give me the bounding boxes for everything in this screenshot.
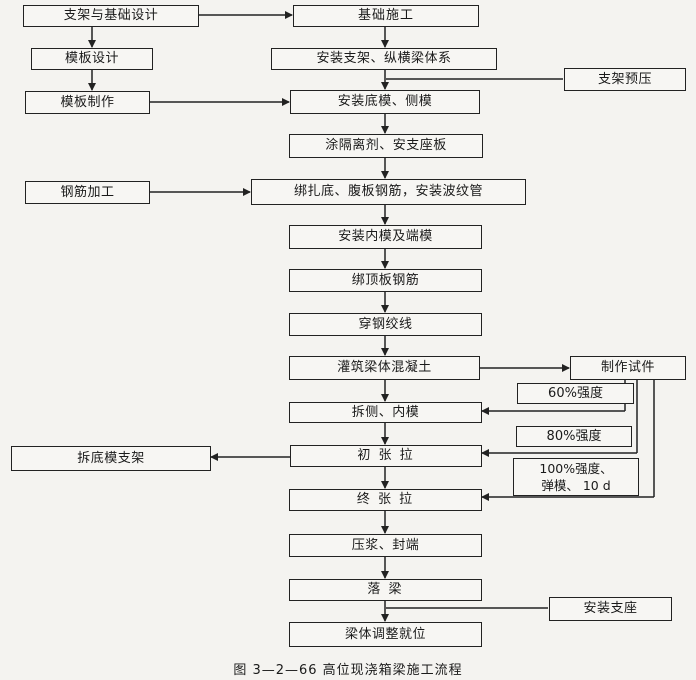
node-bottom-side-form: 安装底模、侧模	[290, 90, 480, 114]
node-install-bearing: 安装支座	[549, 597, 672, 621]
figure-caption: 图 3—2—66 高位现浇箱梁施工流程	[233, 663, 463, 678]
node-remove-side-form: 拆侧、内模	[289, 402, 482, 423]
node-top-rebar: 绑顶板钢筋	[289, 269, 482, 292]
node-specimen: 制作试件	[570, 356, 686, 380]
node-release-agent: 涂隔离剂、安支座板	[289, 134, 483, 158]
node-strength-100: 100%强度、 弹模、 10 d	[513, 458, 639, 496]
node-initial-tension: 初 张 拉	[290, 445, 482, 467]
node-rebar-processing: 钢筋加工	[25, 181, 150, 204]
node-strength-80: 80%强度	[516, 426, 632, 447]
node-preload: 支架预压	[564, 68, 686, 91]
node-strand: 穿钢绞线	[289, 313, 482, 336]
node-grout-seal: 压浆、封端	[289, 534, 482, 557]
node-pour: 灌筑梁体混凝土	[289, 356, 480, 380]
node-formwork-design: 模板设计	[31, 48, 153, 70]
node-design: 支架与基础设计	[23, 5, 199, 27]
node-drop-beam: 落 梁	[289, 579, 482, 601]
node-strength-60: 60%强度	[517, 383, 634, 404]
node-install-support: 安装支架、纵横梁体系	[271, 48, 497, 70]
node-adjust-beam: 梁体调整就位	[289, 622, 482, 647]
node-final-tension: 终 张 拉	[289, 489, 482, 511]
node-foundation: 基础施工	[293, 5, 479, 27]
node-remove-bottom-support: 拆底模支架	[11, 446, 211, 471]
node-tie-rebar: 绑扎底、腹板钢筋，安装波纹管	[251, 179, 526, 205]
node-inner-form: 安装内模及端模	[289, 225, 482, 249]
node-formwork-make: 模板制作	[25, 91, 150, 114]
